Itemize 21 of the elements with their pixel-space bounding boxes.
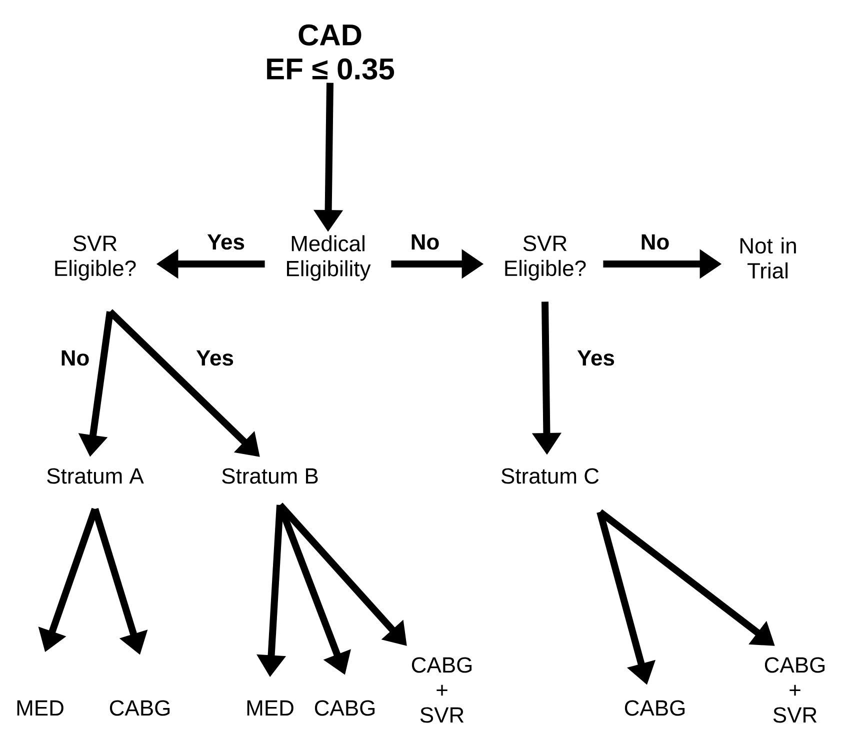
title-text: CAD EF ≤ 0.35 xyxy=(267,24,394,80)
node-label: SVR Eligible? xyxy=(55,236,136,280)
edge-label: No xyxy=(62,350,89,366)
node-label: Stratum B xyxy=(222,468,318,484)
node-label: CABG + SVR xyxy=(412,657,472,723)
node-label: CABG xyxy=(624,700,685,716)
node-label: MED xyxy=(247,700,294,716)
edge-label: Yes xyxy=(196,350,234,366)
node-label: CABG xyxy=(110,700,170,716)
node-label: Medical Eligibility xyxy=(287,235,371,281)
edge-label: No xyxy=(642,234,669,250)
node-label: CABG + SVR xyxy=(764,657,825,723)
node-label: Not in Trial xyxy=(740,237,796,279)
node-label: Stratum C xyxy=(502,468,599,484)
node-label: CABG xyxy=(314,700,375,716)
edge-label: Yes xyxy=(207,234,244,250)
node-label: Stratum A xyxy=(47,468,144,484)
node-label: MED xyxy=(17,700,64,716)
node-label: SVR Eligible? xyxy=(505,236,586,280)
edge-label: Yes xyxy=(577,350,614,366)
edge-label: No xyxy=(412,234,439,250)
